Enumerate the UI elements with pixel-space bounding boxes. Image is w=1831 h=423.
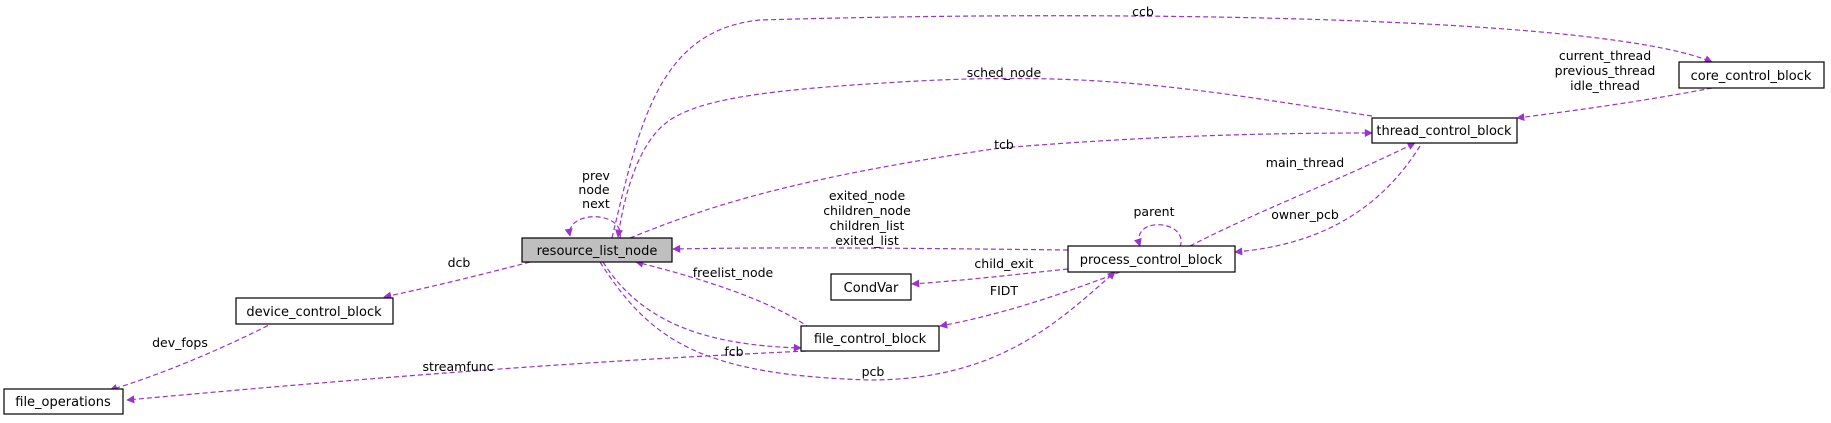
label-tcb: tcb (994, 137, 1014, 152)
edge-owner-pcb (1234, 145, 1421, 256)
label-fidt: FIDT (990, 283, 1019, 298)
label-sched-node: sched_node (967, 65, 1042, 80)
label-owner-pcb: owner_pcb (1271, 207, 1339, 222)
edge-current-thread (1516, 87, 1713, 122)
node-file-control-block[interactable]: file_control_block (800, 325, 940, 352)
label-next: next (582, 196, 610, 211)
edge-freelist-node (635, 259, 811, 329)
edge-sched-node (615, 77, 1373, 238)
edge-main-thread (1189, 142, 1416, 247)
edge-dcb (383, 261, 531, 300)
edge-fcb (602, 261, 802, 352)
node-condvar[interactable]: CondVar (830, 273, 912, 301)
node-label: resource_list_node (537, 244, 658, 259)
label-parent: parent (1134, 204, 1175, 219)
label-exited-list: exited_list (835, 233, 899, 248)
label-idle-thread: idle_thread (1570, 78, 1640, 93)
label-main-thread: main_thread (1266, 155, 1344, 170)
edge-ccb (611, 15, 1713, 239)
edge-labels: ccb sched_node tcb current_thread previo… (152, 4, 1655, 379)
label-ccb: ccb (1132, 4, 1154, 19)
node-label: file_control_block (814, 332, 927, 347)
label-dev-fops: dev_fops (152, 335, 208, 350)
edges (109, 15, 1713, 404)
edge-exited-node (672, 244, 1069, 253)
node-label: CondVar (844, 281, 899, 296)
node-label: process_control_block (1080, 253, 1223, 268)
label-children-node: children_node (823, 203, 911, 218)
node-label: device_control_block (246, 305, 382, 320)
node-resource-list-node[interactable]: resource_list_node (521, 237, 673, 263)
node-label: file_operations (15, 395, 111, 410)
label-previous-thread: previous_thread (1555, 63, 1656, 78)
node-process-control-block[interactable]: process_control_block (1067, 245, 1236, 273)
label-streamfunc: streamfunc (423, 359, 494, 374)
node-file-operations[interactable]: file_operations (3, 388, 124, 415)
edge-child-exit (911, 268, 1069, 288)
label-child-exit: child_exit (974, 256, 1033, 271)
label-pcb: pcb (862, 364, 885, 379)
edge-prev-node-next (564, 216, 621, 239)
node-device-control-block[interactable]: device_control_block (235, 297, 394, 325)
edge-parent (1133, 224, 1182, 248)
label-prev: prev (582, 168, 610, 183)
label-children-list: children_list (830, 218, 905, 233)
node-label: thread_control_block (1376, 124, 1512, 139)
label-exited-node: exited_node (829, 188, 906, 203)
label-fcb: fcb (724, 344, 743, 359)
node-label: core_control_block (1691, 69, 1812, 84)
label-dcb: dcb (448, 255, 471, 270)
edge-fidt (939, 271, 1121, 329)
label-freelist-node: freelist_node (693, 265, 774, 280)
label-current-thread: current_thread (1559, 48, 1651, 63)
label-node: node (578, 182, 610, 197)
node-core-control-block[interactable]: core_control_block (1678, 61, 1825, 89)
edge-streamfunc (126, 349, 831, 404)
node-thread-control-block[interactable]: thread_control_block (1371, 117, 1518, 144)
edge-dev-fops (109, 321, 276, 392)
